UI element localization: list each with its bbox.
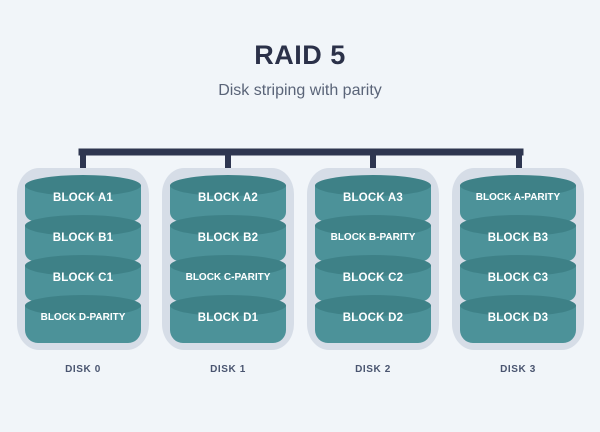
block-label: BLOCK A1 bbox=[53, 192, 113, 204]
disk-block-parity[interactable]: BLOCK D-PARITY bbox=[25, 295, 141, 345]
block-label: BLOCK B2 bbox=[197, 232, 259, 244]
block-label: BLOCK A3 bbox=[343, 192, 403, 204]
block-label: BLOCK B-PARITY bbox=[330, 232, 416, 243]
cylinder-top-cap bbox=[315, 175, 431, 196]
disk-label-1: DISK 1 bbox=[210, 364, 246, 375]
cylinder-top-cap bbox=[170, 295, 286, 316]
cylinder-top-cap bbox=[170, 215, 286, 236]
cylinder-top-cap bbox=[460, 175, 576, 196]
page-title: RAID 5 bbox=[254, 40, 346, 70]
block-label: BLOCK C1 bbox=[52, 272, 114, 284]
block-label: BLOCK D1 bbox=[197, 312, 259, 324]
cylinder-top-cap bbox=[460, 255, 576, 276]
disk-block[interactable]: BLOCK D3 bbox=[460, 295, 576, 345]
disk-block[interactable]: BLOCK A2 bbox=[170, 175, 286, 225]
disk-block-stack: BLOCK A1 BLOCK B1 BLOCK C1 BLOCK D-PARIT… bbox=[25, 175, 141, 343]
block-label: BLOCK A-PARITY bbox=[475, 192, 561, 203]
cylinder-top-cap bbox=[25, 295, 141, 316]
cylinder-top-cap bbox=[315, 295, 431, 316]
block-label: BLOCK C3 bbox=[487, 272, 549, 284]
disk-label-3: DISK 3 bbox=[500, 364, 536, 375]
disk-block-stack: BLOCK A3 BLOCK B-PARITY BLOCK C2 BLOCK D… bbox=[315, 175, 431, 343]
disk-block[interactable]: BLOCK C1 bbox=[25, 255, 141, 305]
block-label: BLOCK C-PARITY bbox=[185, 272, 271, 283]
disk-label-2: DISK 2 bbox=[355, 364, 391, 375]
cylinder-top-cap bbox=[460, 215, 576, 236]
cylinder-top-cap bbox=[25, 215, 141, 236]
cylinder-top-cap bbox=[315, 255, 431, 276]
block-label: BLOCK B3 bbox=[487, 232, 549, 244]
disk-block-stack: BLOCK A-PARITY BLOCK B3 BLOCK C3 BLOCK D… bbox=[460, 175, 576, 343]
disk-block[interactable]: BLOCK D2 bbox=[315, 295, 431, 345]
block-label: BLOCK C2 bbox=[342, 272, 404, 284]
cylinder-top-cap bbox=[25, 255, 141, 276]
block-label: BLOCK B1 bbox=[52, 232, 114, 244]
page-subtitle: Disk striping with parity bbox=[218, 82, 382, 99]
block-label: BLOCK D-PARITY bbox=[40, 312, 126, 323]
block-label: BLOCK A2 bbox=[198, 192, 258, 204]
cylinder-top-cap bbox=[460, 295, 576, 316]
cylinder-top-cap bbox=[170, 255, 286, 276]
disk-block-stack: BLOCK A2 BLOCK B2 BLOCK C-PARITY BLOCK D… bbox=[170, 175, 286, 343]
cylinder-top-cap bbox=[315, 215, 431, 236]
cylinder-top-cap bbox=[170, 175, 286, 196]
block-label: BLOCK D3 bbox=[487, 312, 549, 324]
block-label: BLOCK D2 bbox=[342, 312, 404, 324]
cylinder-top-cap bbox=[25, 175, 141, 196]
disk-label-0: DISK 0 bbox=[65, 364, 101, 375]
disk-block[interactable]: BLOCK D1 bbox=[170, 295, 286, 345]
